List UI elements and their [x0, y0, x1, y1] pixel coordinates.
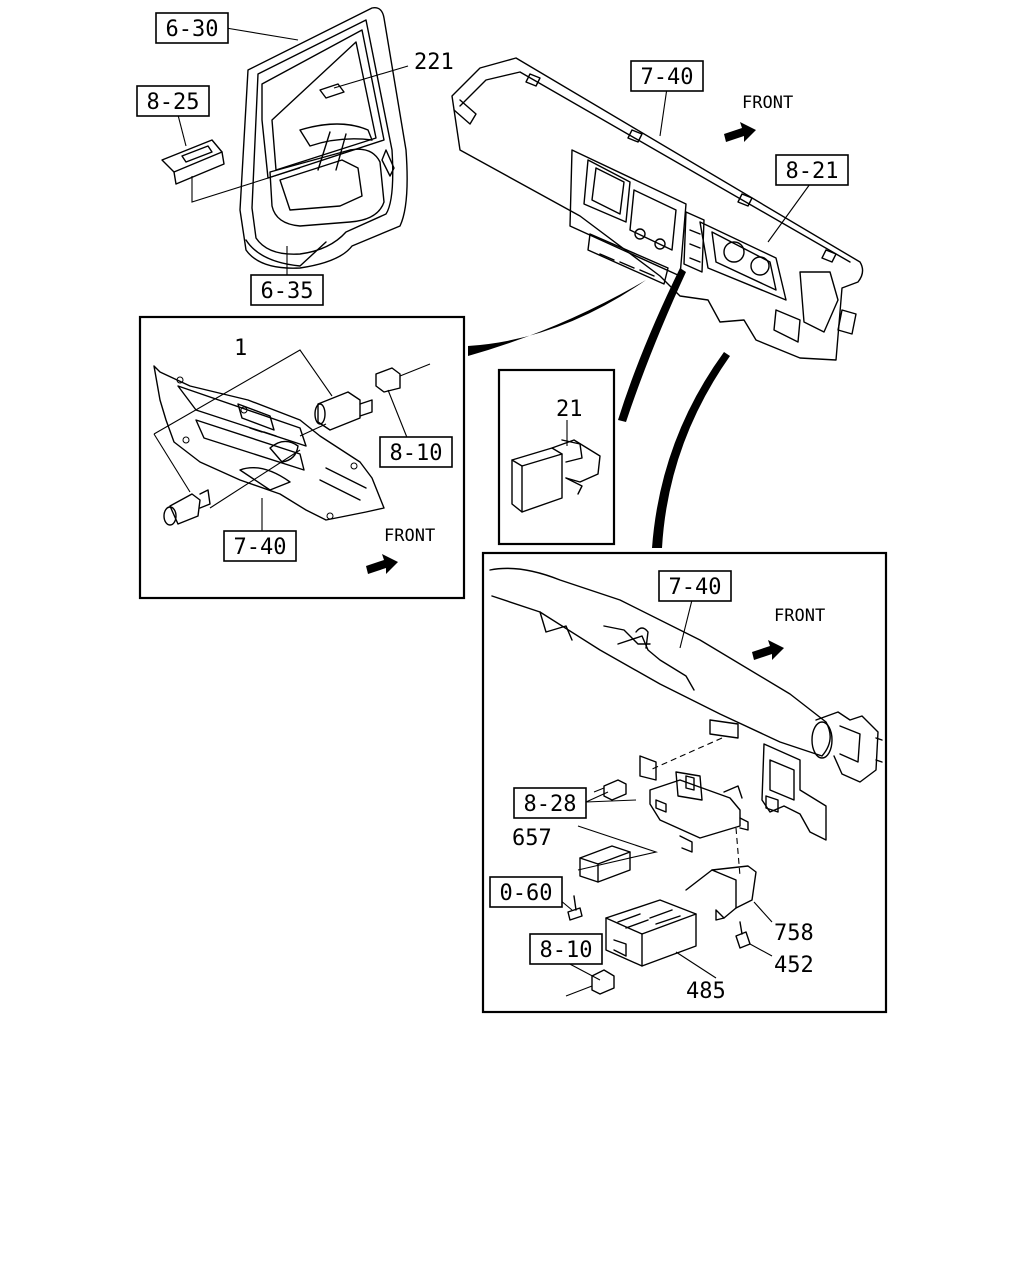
ref-7-40-top: 7-40 — [630, 60, 704, 92]
ref-0-60: 0-60 — [489, 876, 563, 908]
ref-8-21: 8-21 — [775, 154, 849, 186]
ref-6-30: 6-30 — [155, 12, 229, 44]
part-1: 1 — [234, 336, 247, 361]
part-452: 452 — [774, 953, 814, 978]
cab-door-illustration — [161, 7, 409, 276]
front-label-top: FRONT — [742, 93, 793, 113]
svg-text:7-40: 7-40 — [641, 65, 694, 90]
part-758: 758 — [774, 921, 814, 946]
ref-8-28: 8-28 — [513, 787, 587, 819]
svg-text:6-35: 6-35 — [261, 279, 314, 304]
ref-7-40-left: 7-40 — [223, 530, 297, 562]
ref-8-10-bottom: 8-10 — [529, 933, 603, 965]
detail-box-bottom — [481, 551, 888, 1014]
front-arrow-left — [366, 554, 398, 574]
part-485: 485 — [686, 979, 726, 1004]
front-arrow-bottom — [752, 640, 784, 660]
part-221: 221 — [414, 50, 454, 75]
ref-7-40-bottom: 7-40 — [658, 570, 732, 602]
detail-box-left — [138, 315, 466, 600]
part-21: 21 — [556, 397, 583, 422]
svg-text:8-10: 8-10 — [540, 938, 593, 963]
front-label-left: FRONT — [384, 526, 435, 546]
front-arrow-top — [724, 122, 756, 142]
ref-8-10-left: 8-10 — [379, 436, 453, 468]
ref-8-25: 8-25 — [136, 85, 210, 117]
svg-text:7-40: 7-40 — [234, 535, 287, 560]
svg-text:6-30: 6-30 — [166, 17, 219, 42]
dashboard-illustration — [451, 57, 864, 361]
svg-text:8-25: 8-25 — [147, 90, 200, 115]
svg-text:8-10: 8-10 — [390, 441, 443, 466]
svg-text:0-60: 0-60 — [500, 881, 553, 906]
svg-text:8-28: 8-28 — [524, 792, 577, 817]
svg-text:7-40: 7-40 — [669, 575, 722, 600]
detail-box-middle — [497, 368, 616, 546]
front-label-bottom: FRONT — [774, 606, 825, 626]
part-657: 657 — [512, 826, 552, 851]
detail-callout-lines — [468, 268, 730, 548]
ref-6-35: 6-35 — [250, 274, 324, 306]
svg-text:8-21: 8-21 — [786, 159, 839, 184]
